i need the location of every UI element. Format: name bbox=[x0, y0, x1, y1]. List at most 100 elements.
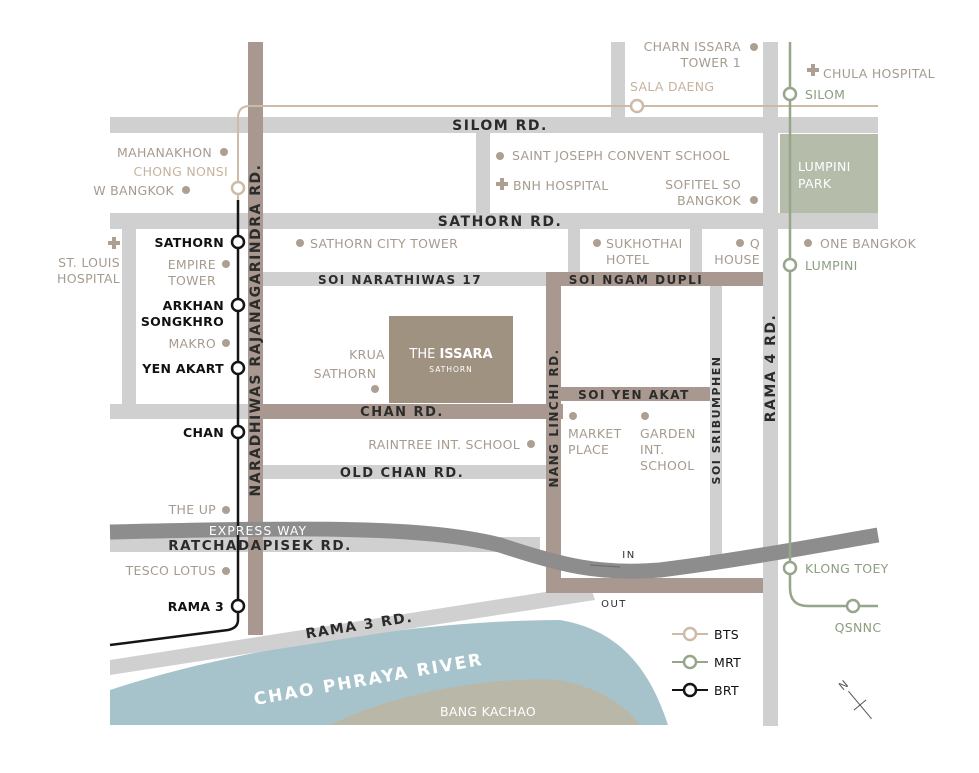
mrt-station-lumpini bbox=[782, 257, 798, 273]
main-roads bbox=[248, 42, 763, 635]
legend-brt-icon bbox=[682, 682, 698, 698]
legend-bts-icon bbox=[682, 626, 698, 642]
chan-brt-label: CHAN bbox=[183, 425, 224, 440]
project-name: THE ISSARA bbox=[408, 347, 492, 362]
market-place-label-1: MARKET bbox=[568, 426, 622, 441]
empire-tower-label-2: TOWER bbox=[167, 273, 216, 288]
sukhothai-label-2: HOTEL bbox=[606, 252, 649, 267]
sofitel-label-1: SOFITEL SO bbox=[665, 177, 741, 192]
arkhan-label-2: SONGKHRO bbox=[141, 314, 224, 329]
garden-school-label-3: SCHOOL bbox=[640, 458, 695, 473]
st-louis-label-2: HOSPITAL bbox=[57, 271, 120, 286]
qsnnc-label: QSNNC bbox=[835, 620, 882, 635]
poi-markers bbox=[220, 43, 812, 575]
mrt-station-silom bbox=[782, 86, 798, 102]
arkhan-label-1: ARKHAN bbox=[163, 298, 224, 313]
one-bangkok-label: ONE BANGKOK bbox=[820, 236, 917, 251]
park-label-1: LUMPINI bbox=[798, 159, 851, 174]
krua-sathorn-label-2: SATHORN bbox=[314, 366, 377, 381]
yen-akart-label: YEN AKART bbox=[141, 361, 224, 376]
compass-north-label: N bbox=[836, 678, 851, 693]
mrt-stations bbox=[782, 86, 861, 614]
chan-road-label: CHAN RD. bbox=[360, 405, 444, 420]
soi-narathiwas-17-label: SOI NARATHIWAS 17 bbox=[318, 273, 482, 287]
brt-line bbox=[109, 200, 240, 647]
st-louis-label-1: ST. LOUIS bbox=[58, 255, 120, 270]
charn-issara-label-1: CHARN ISSARA bbox=[644, 39, 742, 54]
sofitel-label-2: BANGKOK bbox=[677, 193, 741, 208]
park-label-2: PARK bbox=[798, 176, 832, 191]
expressway-label: EXPRESS WAY bbox=[209, 523, 307, 538]
sathorn-city-tower-label: SATHORN CITY TOWER bbox=[310, 236, 458, 251]
legend-mrt-label: MRT bbox=[714, 655, 741, 670]
q-house-label-2: HOUSE bbox=[714, 252, 760, 267]
garden-school-label-1: GARDEN bbox=[640, 426, 696, 441]
the-up-label: THE UP bbox=[168, 502, 217, 517]
brt-station-chan bbox=[230, 424, 246, 440]
w-bangkok-dot bbox=[182, 186, 190, 194]
sala-daeng-label: SALA DAENG bbox=[630, 79, 714, 94]
bang-kachao-label: BANG KACHAO bbox=[440, 704, 536, 719]
chula-hospital-cross-icon bbox=[807, 64, 819, 76]
in-label: IN bbox=[622, 550, 635, 561]
brt-station-rama3 bbox=[230, 598, 246, 614]
soi-yen-akat-label: SOI YEN AKAT bbox=[578, 388, 690, 402]
lumpini-park bbox=[780, 134, 878, 214]
expressway bbox=[109, 521, 880, 579]
bang-kachao-land bbox=[330, 679, 640, 725]
bts-line bbox=[237, 105, 878, 300]
bnh-hospital-label: BNH HOSPITAL bbox=[513, 178, 608, 193]
bts-stations bbox=[230, 98, 645, 196]
rama3-brt-label: RAMA 3 bbox=[168, 599, 224, 614]
silom-road-label: SILOM RD. bbox=[452, 118, 548, 134]
nang-linchi-road-label: NANG LINCHI RD. bbox=[547, 348, 561, 487]
bnh-hospital-cross-icon bbox=[496, 178, 508, 190]
soi-sribumphen-label: SOI SRIBUMPHEN bbox=[710, 356, 723, 485]
saint-joseph-label: SAINT JOSEPH CONVENT SCHOOL bbox=[512, 148, 730, 163]
legend-brt-label: BRT bbox=[714, 683, 739, 698]
naradhiwas-road-label: NARADHIWAS RAJANAGARINDRA RD. bbox=[248, 164, 264, 497]
legend-bts-label: BTS bbox=[714, 627, 739, 642]
legend-mrt-icon bbox=[682, 654, 698, 670]
sathorn-brt-label: SATHORN bbox=[154, 235, 224, 250]
empire-tower-label-1: EMPIRE bbox=[168, 257, 216, 272]
w-bangkok-label: W BANGKOK bbox=[93, 183, 174, 198]
mahanakhon-label: MAHANAKHON bbox=[117, 145, 212, 160]
st-louis-cross-icon bbox=[108, 237, 120, 249]
garden-school-label-2: INT. bbox=[640, 442, 664, 457]
the-issara-sathorn bbox=[389, 316, 513, 403]
out-label: OUT bbox=[601, 599, 627, 610]
mrt-line bbox=[788, 42, 878, 608]
krua-sathorn-label-1: KRUA bbox=[349, 347, 385, 362]
lumpini-station-label: LUMPINI bbox=[805, 258, 858, 273]
compass-icon: N bbox=[836, 678, 872, 720]
project-sub: SATHORN bbox=[429, 365, 472, 374]
market-place-label-2: PLACE bbox=[568, 442, 609, 457]
brt-station-sathorn bbox=[230, 234, 246, 250]
bts-station-chong-nonsi bbox=[230, 180, 246, 196]
raintree-label: RAINTREE INT. SCHOOL bbox=[368, 437, 520, 452]
ratchadapisek-road-label: RATCHADAPISEK RD. bbox=[168, 538, 352, 554]
brt-stations bbox=[230, 234, 246, 614]
legend: BTS MRT BRT bbox=[672, 626, 741, 698]
chula-hospital-label: CHULA HOSPITAL bbox=[823, 66, 935, 81]
old-chan-road-label: OLD CHAN RD. bbox=[340, 466, 464, 481]
brt-station-yen-akart bbox=[230, 360, 246, 376]
soi-ngam-dupli-label: SOI NGAM DUPLI bbox=[569, 273, 703, 287]
q-house-label-1: Q bbox=[750, 236, 760, 251]
brt-station-arkhan-songkhro bbox=[230, 297, 246, 313]
silom-station-label: SILOM bbox=[805, 87, 845, 102]
hospital-cross-icons bbox=[108, 64, 819, 249]
chong-nonsi-label: CHONG NONSI bbox=[134, 164, 228, 179]
in-arrow bbox=[589, 564, 621, 568]
tesco-lotus-label: TESCO LOTUS bbox=[125, 563, 216, 578]
mrt-station-klong-toey bbox=[782, 560, 798, 576]
rama4-road-label: RAMA 4 RD. bbox=[763, 314, 779, 423]
klong-toey-label: KLONG TOEY bbox=[805, 561, 889, 576]
sukhothai-label-1: SUKHOTHAI bbox=[606, 236, 683, 251]
mrt-station-qsnnc bbox=[845, 598, 861, 614]
sathorn-road-label: SATHORN RD. bbox=[438, 214, 563, 230]
bts-station-sala-daeng bbox=[629, 98, 645, 114]
makro-label: MAKRO bbox=[168, 336, 216, 351]
